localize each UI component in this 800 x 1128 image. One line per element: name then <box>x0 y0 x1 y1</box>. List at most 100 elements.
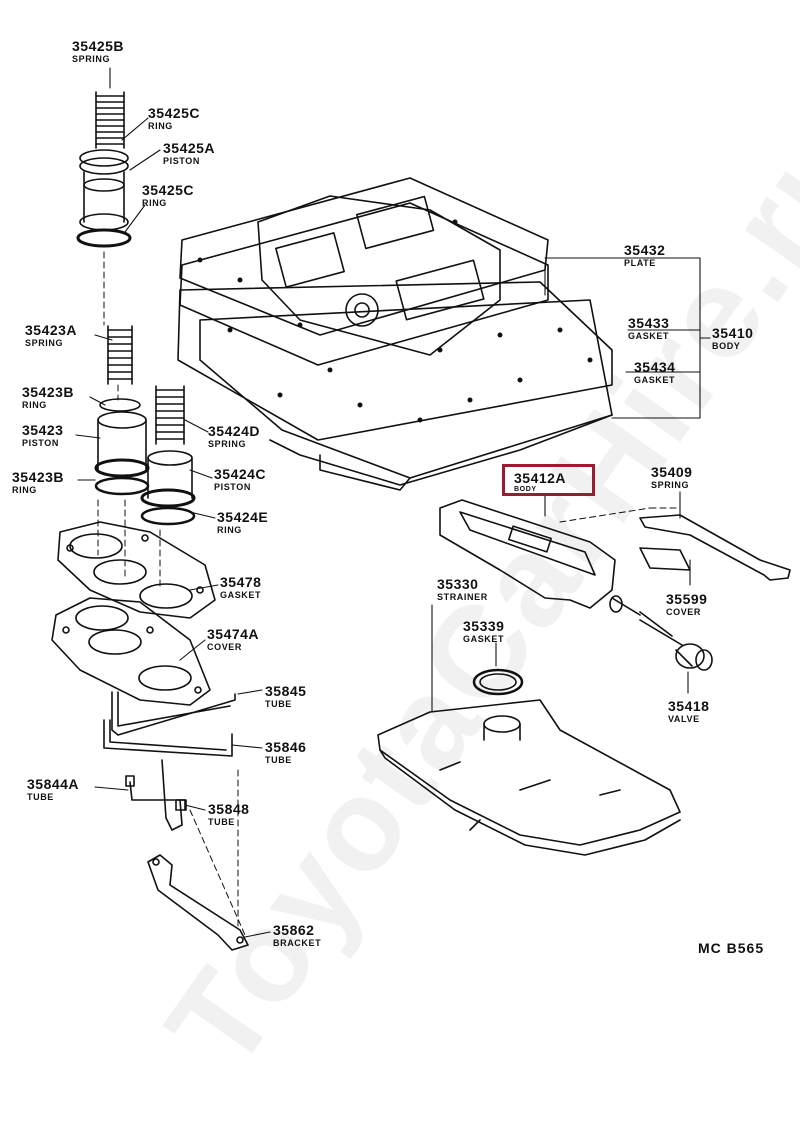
label-35433: 35433 GASKET <box>628 316 669 341</box>
part-name: PISTON <box>214 482 251 492</box>
part-name: COVER <box>666 607 702 617</box>
part-number: 35425C <box>148 105 201 121</box>
part-number: 35412A <box>514 470 567 486</box>
part-name: GASKET <box>634 375 676 385</box>
bracket-35862 <box>147 854 249 951</box>
part-name: STRAINER <box>437 592 488 602</box>
part-number: 35599 <box>666 591 708 607</box>
part-name: GASKET <box>220 590 262 600</box>
label-35425A: 35425A PISTON <box>163 141 215 166</box>
label-35478: 35478 GASKET <box>220 575 261 600</box>
part-name: TUBE <box>208 817 235 827</box>
part-name: RING <box>217 525 242 535</box>
label-35424E: 35424E RING <box>217 510 268 535</box>
part-name: RING <box>148 121 173 131</box>
part-name: TUBE <box>265 755 292 765</box>
strainer-35330 <box>377 699 681 856</box>
highlight-box <box>502 464 595 496</box>
spring-35409 <box>639 514 791 581</box>
part-number: 35474A <box>207 626 260 642</box>
part-name: BODY <box>514 486 537 493</box>
part-name: PISTON <box>163 156 200 166</box>
spring-35424D <box>155 385 185 445</box>
label-35423: 35423 PISTON <box>22 423 63 448</box>
part-name: RING <box>142 198 167 208</box>
part-number: 35424E <box>217 509 269 525</box>
part-name: TUBE <box>265 699 292 709</box>
part-name: SPRING <box>72 54 111 64</box>
label-35412A: 35412A BODY <box>514 471 566 493</box>
label-35410: 35410 BODY <box>712 326 753 351</box>
part-name: SPRING <box>651 480 690 490</box>
diagram-code: MC B565 <box>698 940 765 956</box>
leader-lines <box>75 67 711 938</box>
piston-35423 <box>94 398 150 496</box>
part-number: 35432 <box>624 242 666 258</box>
label-35409: 35409 SPRING <box>651 465 692 490</box>
label-35424D: 35424D SPRING <box>208 424 260 449</box>
spring-35423A <box>107 325 133 385</box>
label-35425B: 35425B SPRING <box>72 39 124 64</box>
part-name: SPRING <box>208 439 247 449</box>
label-35425C-top: 35425C RING <box>148 106 200 131</box>
part-name: BRACKET <box>273 938 322 948</box>
part-number: 35848 <box>208 801 250 817</box>
part-number: 35862 <box>273 922 315 938</box>
part-number: 35425C <box>142 182 195 198</box>
label-35330: 35330 STRAINER <box>437 577 488 602</box>
part-name: TUBE <box>27 792 54 802</box>
valve-body-35410 <box>177 177 613 491</box>
label-35424C: 35424C PISTON <box>214 467 266 492</box>
part-number: 35846 <box>265 739 307 755</box>
part-name: GASKET <box>463 634 505 644</box>
part-number: 35423 <box>22 422 64 438</box>
part-number: 35339 <box>463 618 505 634</box>
label-35432: 35432 PLATE <box>624 243 665 268</box>
label-35845: 35845 TUBE <box>265 684 306 709</box>
label-35423A: 35423A SPRING <box>25 323 77 348</box>
spring-35425B <box>95 91 125 149</box>
part-number: 35423B <box>22 384 75 400</box>
label-35848: 35848 TUBE <box>208 802 249 827</box>
gasket-35339 <box>472 668 524 696</box>
part-number: 35425A <box>163 140 216 156</box>
part-name: SPRING <box>25 338 64 348</box>
part-number: 35425B <box>72 38 125 54</box>
part-name: COVER <box>207 642 243 652</box>
part-name: BODY <box>712 341 741 351</box>
part-number: 35424C <box>214 466 267 482</box>
piston-35424C <box>140 450 196 526</box>
part-number: 35410 <box>712 325 754 341</box>
gasket-35478 <box>57 521 216 619</box>
assembly-lines <box>97 251 681 936</box>
part-number: 35423A <box>25 322 78 338</box>
part-name: VALVE <box>668 714 700 724</box>
label-35418: 35418 VALVE <box>668 699 709 724</box>
part-number: 35434 <box>634 359 676 375</box>
label-35474A: 35474A COVER <box>207 627 259 652</box>
part-number: 35424D <box>208 423 261 439</box>
body-35412A <box>439 499 673 637</box>
part-name: RING <box>22 400 47 410</box>
tubes <box>103 691 236 831</box>
piston-35425A <box>76 149 132 248</box>
part-number: 35330 <box>437 576 479 592</box>
label-35423B-bottom: 35423B RING <box>12 470 64 495</box>
label-35423B-top: 35423B RING <box>22 385 74 410</box>
label-35599: 35599 COVER <box>666 592 707 617</box>
label-35434: 35434 GASKET <box>634 360 675 385</box>
part-name: PISTON <box>22 438 59 448</box>
label-35846: 35846 TUBE <box>265 740 306 765</box>
part-number: 35409 <box>651 464 693 480</box>
part-number: 35418 <box>668 698 710 714</box>
part-name: RING <box>12 485 37 495</box>
label-35862: 35862 BRACKET <box>273 923 321 948</box>
label-35425C-bottom: 35425C RING <box>142 183 194 208</box>
valve-35418 <box>639 619 713 671</box>
cover-35599 <box>639 547 691 571</box>
part-name: GASKET <box>628 331 670 341</box>
part-number: 35844A <box>27 776 80 792</box>
part-number: 35845 <box>265 683 307 699</box>
